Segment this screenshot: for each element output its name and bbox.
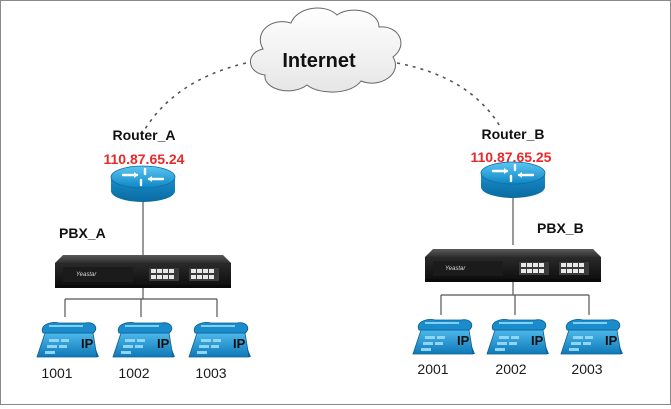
pbx-b-phone-bus (440, 294, 590, 315)
extension-label: 2001 (417, 361, 448, 377)
extension-label: 2002 (495, 361, 526, 377)
router-b-label: Router_B (481, 126, 544, 142)
phone-badge: IP (81, 336, 94, 351)
router-a-label: Router_A (112, 127, 175, 143)
extension-label: 1002 (118, 365, 149, 381)
site-a: Router_A 110.87.65.24 PBX_A Yeastar IP 1… (36, 127, 252, 381)
extension-label: 1003 (195, 365, 226, 381)
extension-label: 1001 (41, 365, 72, 381)
router-a-ip: 110.87.65.24 (104, 151, 185, 167)
site-b: Router_B 110.87.65.25 PBX_B Yeastar IP 2… (412, 126, 624, 377)
extension-label: 2003 (571, 361, 602, 377)
router-b-icon (479, 160, 547, 200)
phone-badge: IP (605, 333, 618, 348)
cloud-label: Internet (282, 50, 356, 72)
router-a-icon (109, 164, 177, 204)
router-b-ip: 110.87.65.25 (471, 149, 552, 165)
pbx-a-label: PBX_A (59, 225, 106, 241)
phone-badge: IP (531, 333, 544, 348)
wan-link-a (140, 62, 247, 137)
pbx-a-phone-bus (64, 298, 218, 317)
pbx-b-brand: Yeastar (445, 266, 466, 272)
phone-badge: IP (233, 336, 246, 351)
internet-cloud-icon (250, 7, 402, 93)
phone-badge: IP (457, 333, 470, 348)
pbx-a-brand: Yeastar (76, 272, 97, 278)
pbx-b-label: PBX_B (537, 220, 584, 236)
phone-badge: IP (157, 336, 170, 351)
wan-link-b (396, 62, 502, 129)
